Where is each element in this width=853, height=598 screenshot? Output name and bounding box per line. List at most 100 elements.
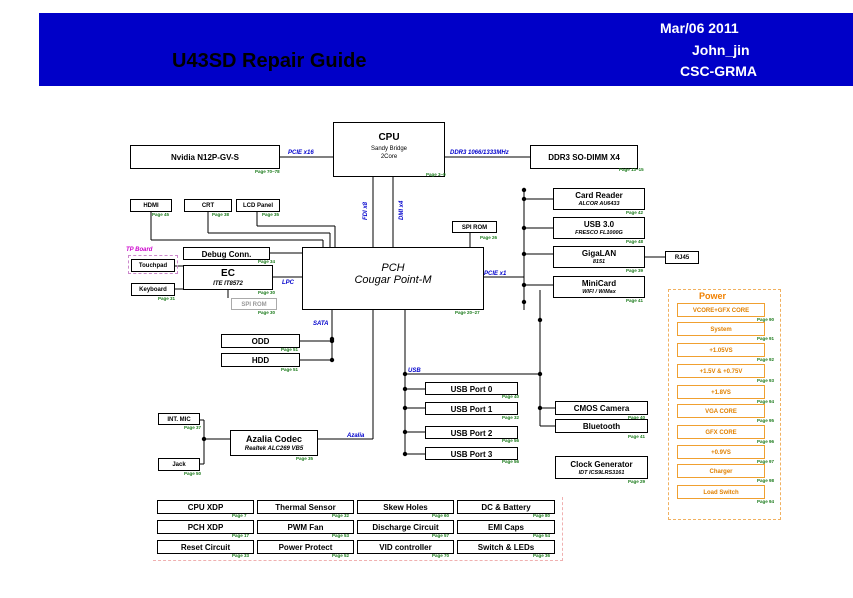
odd-page: Page 51 (281, 347, 299, 352)
minicard-sub: WIFI / WiMax (582, 289, 616, 295)
bluetooth-block[interactable]: Bluetooth (555, 419, 648, 433)
footer-item-label: VID controller (379, 543, 432, 552)
power-item-page: Page 94 (757, 499, 775, 504)
hdd-block[interactable]: HDD (221, 353, 300, 367)
footer-item[interactable]: Reset Circuit (157, 540, 254, 554)
power-item-label: +0.9VS (711, 450, 731, 456)
footer-item[interactable]: DC & Battery (457, 500, 555, 514)
debug-conn-block[interactable]: Debug Conn. (183, 247, 270, 260)
power-title: Power (699, 291, 727, 301)
cpu-block[interactable]: CPU Sandy Bridge 2Core (333, 122, 445, 177)
footer-item-label: DC & Battery (481, 503, 531, 512)
footer-item[interactable]: Power Protect (257, 540, 354, 554)
minicard-block[interactable]: MiniCard WIFI / WiMax (553, 276, 645, 298)
usb-port-0-block[interactable]: USB Port 0 (425, 382, 518, 395)
gigalan-sub: 8151 (592, 259, 606, 265)
azalia-sub: Realtek ALC269 VB5 (244, 446, 304, 452)
rj45-block[interactable]: RJ45 (665, 251, 699, 264)
footer-item[interactable]: VID controller (357, 540, 454, 554)
card-reader-block[interactable]: Card Reader ALCOR AU6433 (553, 188, 645, 210)
clock-title: Clock Generator (570, 460, 633, 469)
azalia-codec-block[interactable]: Azalia Codec Realtek ALC269 VB5 (230, 430, 318, 456)
usb-port-1-block[interactable]: USB Port 1 (425, 402, 518, 415)
crt-title: CRT (201, 203, 215, 209)
power-item[interactable]: +0.9VS (677, 445, 765, 459)
footer-item[interactable]: CPU XDP (157, 500, 254, 514)
clock-generator-block[interactable]: Clock Generator IDT ICS9LRS3161 (555, 456, 648, 479)
gigalan-block[interactable]: GigaLAN 8151 (553, 246, 645, 268)
tp-board-label: TP Board (126, 247, 153, 253)
usb-port-3-block[interactable]: USB Port 3 (425, 447, 518, 460)
pch-block[interactable]: PCH Cougar Point-M (302, 247, 484, 310)
footer-item-page: Page 17 (232, 533, 250, 538)
footer-item-page: Page 36 (533, 553, 551, 558)
spi-rom-ec-title: SPI ROM (241, 302, 267, 308)
bus-fdi-label: FDI x8 (363, 201, 369, 220)
footer-item-label: Switch & LEDs (477, 543, 535, 552)
ddr3-block[interactable]: DDR3 SO-DIMM X4 (530, 145, 638, 169)
crt-block[interactable]: CRT (184, 199, 232, 212)
power-item-page: Page 95 (757, 418, 775, 423)
footer-item[interactable]: Thermal Sensor (257, 500, 354, 514)
ddr3-page: Page 13~15 (619, 167, 644, 172)
minicard-page: Page 41 (626, 298, 644, 303)
power-item-page: Page 96 (757, 439, 775, 444)
keyboard-block[interactable]: Keyboard (131, 283, 175, 296)
power-item-page: Page 94 (757, 399, 775, 404)
hdmi-title: HDMI (143, 203, 159, 209)
bus-pcie-x16-label: PCIE x16 (288, 150, 314, 156)
touchpad-title: Touchpad (138, 263, 168, 269)
jack-block[interactable]: Jack (158, 458, 200, 471)
pch-page: Page 20~27 (455, 310, 480, 315)
power-item[interactable]: +1.05VS (677, 343, 765, 357)
footer-item-label: Thermal Sensor (275, 503, 336, 512)
intmic-title: INT. MIC (167, 417, 191, 423)
usb3-page: Page 48 (626, 239, 644, 244)
odd-block[interactable]: ODD (221, 334, 300, 348)
spi-rom-page: Page 26 (480, 235, 498, 240)
touchpad-block[interactable]: Touchpad (131, 259, 175, 272)
spi-rom-ec-block[interactable]: SPI ROM (231, 298, 277, 310)
bus-sata-label: SATA (313, 321, 329, 327)
bus-dmi-label: DMI x4 (399, 200, 405, 220)
lcd-panel-block[interactable]: LCD Panel (236, 199, 280, 212)
footer-item-page: Page 53 (332, 533, 350, 538)
power-item-label: +1.5V & +0.75V (699, 369, 743, 375)
footer-item-label: PWM Fan (287, 523, 324, 532)
footer-item[interactable]: Switch & LEDs (457, 540, 555, 554)
cmos-title: CMOS Camera (573, 404, 630, 413)
clock-sub: IDT ICS9LRS3161 (578, 470, 625, 476)
power-item[interactable]: Load Switch (677, 485, 765, 499)
ec-block[interactable]: EC ITE IT8572 (183, 265, 273, 290)
footer-item-page: Page 60 (432, 513, 450, 518)
power-item[interactable]: VGA CORE (677, 404, 765, 418)
hdmi-block[interactable]: HDMI (130, 199, 172, 212)
int-mic-block[interactable]: INT. MIC (158, 413, 200, 425)
power-item[interactable]: System (677, 322, 765, 336)
footer-item[interactable]: EMI Caps (457, 520, 555, 534)
nvidia-gpu-block[interactable]: Nvidia N12P-GV-S (130, 145, 280, 169)
footer-item-page: Page 70 (432, 553, 450, 558)
power-item[interactable]: Charger (677, 464, 765, 478)
spi-rom-ec-page: Page 30 (258, 310, 276, 315)
power-item-page: Page 98 (757, 478, 775, 483)
footer-item[interactable]: PWM Fan (257, 520, 354, 534)
footer-item[interactable]: Discharge Circuit (357, 520, 454, 534)
lcd-title: LCD Panel (242, 203, 273, 209)
usb3p-title: USB Port 3 (450, 450, 493, 459)
ec-sub: ITE IT8572 (213, 281, 243, 287)
usb3-controller-block[interactable]: USB 3.0 FRESCO FL1000G (553, 217, 645, 239)
footer-item[interactable]: PCH XDP (157, 520, 254, 534)
power-section (668, 289, 781, 520)
usb-port-2-block[interactable]: USB Port 2 (425, 426, 518, 439)
footer-item[interactable]: Skew Holes (357, 500, 454, 514)
power-item[interactable]: +1.5V & +0.75V (677, 364, 765, 378)
power-item[interactable]: GFX CORE (677, 425, 765, 439)
keyboard-page: Page 31 (158, 296, 176, 301)
power-item[interactable]: VCORE+GFX CORE (677, 303, 765, 317)
footer-item-page: Page 54 (533, 533, 551, 538)
power-item[interactable]: +1.8VS (677, 385, 765, 399)
spi-rom-block[interactable]: SPI ROM (452, 221, 497, 233)
ec-title: EC (221, 268, 235, 279)
cmos-camera-block[interactable]: CMOS Camera (555, 401, 648, 415)
